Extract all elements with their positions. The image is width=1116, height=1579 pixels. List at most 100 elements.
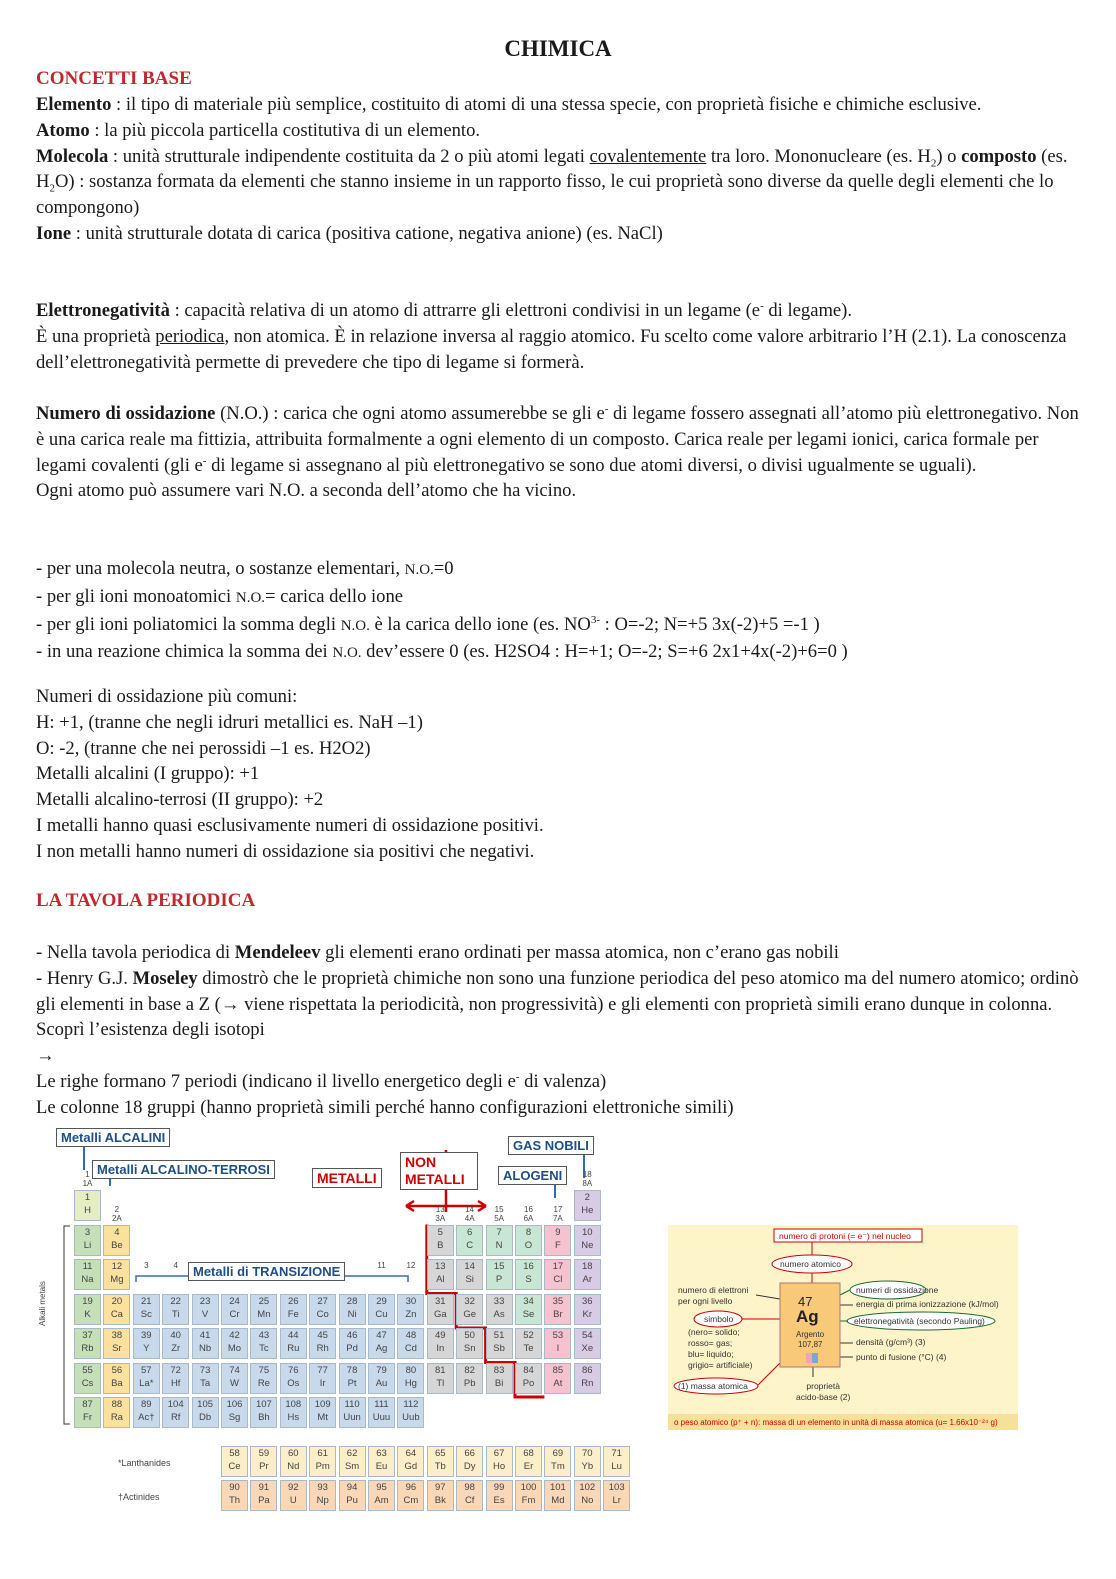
group-header: 1 1A — [82, 1170, 93, 1188]
element-number: 112 — [403, 1399, 419, 1410]
def-no-1: (N.O.) : carica che ogni atomo assumereb… — [215, 403, 605, 424]
element-symbol: Tm — [551, 1461, 565, 1472]
paragraph-tavola: - Nella tavola periodica di Mendeleev gl… — [36, 940, 1081, 1121]
element-number: 23 — [199, 1295, 211, 1307]
ann-acido-base: proprietà acido-base (2) — [796, 1381, 851, 1402]
element-symbol: Nd — [287, 1461, 300, 1472]
element-symbol: Sb — [493, 1343, 505, 1354]
group-header: 13 3A — [435, 1204, 446, 1223]
element-symbol: Bi — [494, 1377, 504, 1389]
element-symbol: Db — [199, 1412, 212, 1423]
transition-group-header: 11 — [377, 1261, 386, 1270]
element-number: 72 — [170, 1364, 181, 1376]
ann-massa: (1) massa atomica — [678, 1381, 748, 1391]
element-symbol: Fr — [83, 1412, 92, 1423]
element-symbol: Pu — [346, 1495, 358, 1506]
element-number: 16 — [523, 1261, 534, 1272]
element-number: 24 — [229, 1295, 240, 1307]
label-metalli-alcalini: Metalli ALCALINI — [56, 1128, 171, 1147]
element-symbol: Sc — [140, 1308, 152, 1320]
tp-colonne: Le colonne 18 gruppi (hanno proprietà si… — [36, 1096, 734, 1118]
element-number: 29 — [376, 1295, 387, 1307]
element-symbol: Ho — [493, 1461, 506, 1472]
element-number: 28 — [346, 1295, 358, 1307]
ann-simbolo: simbolo — [704, 1314, 734, 1324]
element-symbol: Uun — [343, 1412, 361, 1423]
element-number: 67 — [493, 1448, 505, 1459]
protoni-box — [773, 1228, 923, 1243]
label-non-metalli: NON METALLI — [400, 1152, 478, 1190]
element-symbol: I — [556, 1343, 560, 1354]
element-symbol: Ni — [347, 1308, 357, 1320]
def-molecola-2: tra loro. Mononucleare (es. H — [706, 145, 931, 167]
element-number: 47 — [376, 1330, 387, 1341]
element-symbol: Te — [523, 1343, 534, 1354]
element-number: 108 — [285, 1399, 302, 1410]
element-number: 22 — [170, 1295, 181, 1307]
element-number: 76 — [288, 1364, 299, 1376]
ann-footer: o peso atomico (p⁺ + n): massa di un ele… — [674, 1418, 998, 1427]
element-symbol: Bh — [258, 1412, 270, 1423]
element-number: 7 — [496, 1226, 502, 1238]
element-symbol: Eu — [375, 1461, 388, 1472]
element-number: 44 — [288, 1330, 299, 1341]
element-symbol: Lu — [611, 1461, 622, 1472]
element-number: 51 — [493, 1330, 505, 1341]
element-number: 54 — [582, 1330, 593, 1341]
common-alcalini: Metalli alcalini (I gruppo): +1 — [36, 763, 260, 785]
element-number: 37 — [82, 1330, 93, 1341]
element-number: 59 — [258, 1448, 270, 1459]
element-number: 104 — [167, 1399, 184, 1410]
element-symbol: Zr — [171, 1343, 181, 1354]
element-number: 1 — [84, 1192, 91, 1203]
element-number: 95 — [376, 1482, 387, 1493]
element-symbol: Cm — [403, 1495, 419, 1506]
element-symbol: Rb — [81, 1343, 94, 1354]
element-number: 15 — [493, 1261, 505, 1272]
element-symbol: Bk — [434, 1495, 446, 1506]
element-number: 48 — [405, 1330, 417, 1341]
term-elemento: Elemento — [36, 94, 112, 115]
transition-group-header: 12 — [406, 1261, 416, 1270]
term-atomo: Atomo — [36, 119, 90, 141]
ann-fusione: punto di fusione (°C) (4) — [856, 1352, 947, 1362]
element-symbol: Ge — [463, 1308, 477, 1320]
term-ione: Ione — [36, 222, 72, 244]
element-symbol: Md — [551, 1495, 565, 1506]
element-number: 98 — [464, 1482, 475, 1493]
common-h: H: +1, (tranne che negli idruri metallic… — [36, 711, 423, 733]
element-symbol: Am — [374, 1495, 389, 1506]
element-number: 14 — [464, 1261, 475, 1272]
group-header: 2 2A — [111, 1204, 122, 1223]
element-number: 61 — [317, 1448, 328, 1459]
element-symbol: Li — [83, 1239, 92, 1251]
element-number: 111 — [374, 1399, 389, 1410]
